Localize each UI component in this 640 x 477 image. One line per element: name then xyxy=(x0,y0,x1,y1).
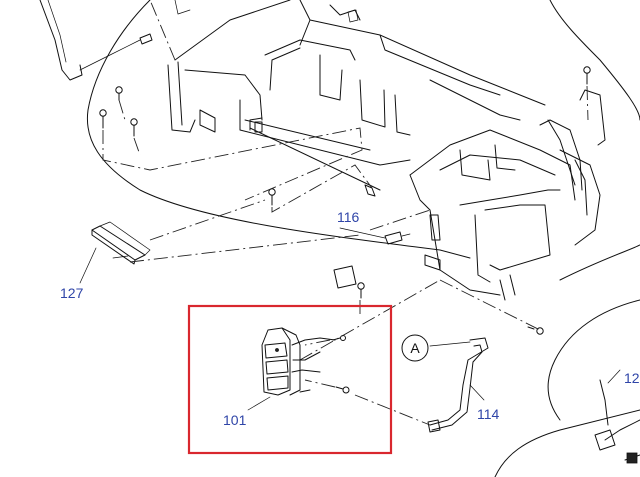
screw-icon xyxy=(99,109,107,129)
screw-icon xyxy=(335,386,350,394)
screws xyxy=(99,66,591,394)
reference-a-circle xyxy=(401,334,429,362)
part-101-switch xyxy=(261,327,336,396)
screw-icon xyxy=(527,326,544,335)
part-114-cable xyxy=(427,337,489,433)
callout-116: 116 xyxy=(337,209,360,225)
reference-a-label: A xyxy=(410,340,420,356)
screw-icon xyxy=(130,118,138,137)
screw-icon xyxy=(357,282,365,299)
corner-part-lower-right xyxy=(594,379,640,464)
screw-icon xyxy=(583,66,591,85)
callout-12x: 12 xyxy=(624,370,640,386)
leader-lines xyxy=(79,227,621,411)
highlight-box xyxy=(187,304,393,455)
callout-127: 127 xyxy=(60,285,84,301)
screw-icon xyxy=(115,86,123,101)
callout-101: 101 xyxy=(223,412,247,428)
alignment-lines xyxy=(102,0,589,426)
callout-114: 114 xyxy=(477,406,500,422)
right-assembly xyxy=(409,89,606,301)
part-127-bracket xyxy=(91,221,151,265)
part-116-connector xyxy=(384,231,411,245)
chassis-frame xyxy=(167,0,546,197)
housing-outline xyxy=(86,0,640,477)
side-panel-left xyxy=(39,0,191,81)
gasket-pad xyxy=(333,265,357,289)
screw-icon xyxy=(268,188,276,206)
